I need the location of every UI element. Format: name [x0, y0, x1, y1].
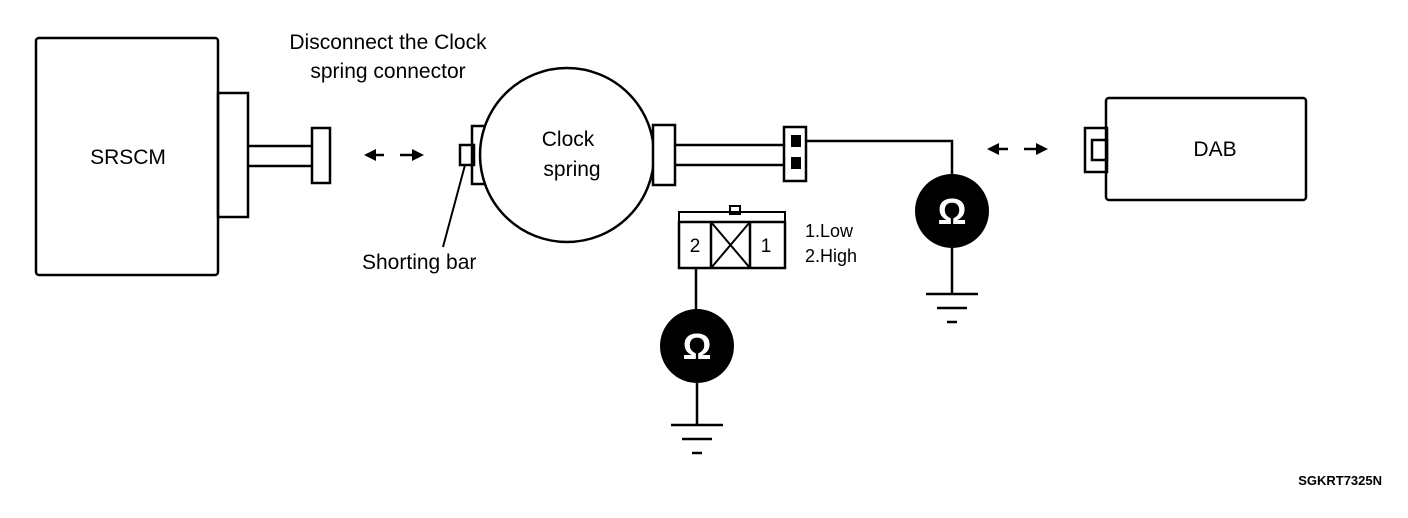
arrow-left-icon — [987, 143, 1008, 155]
legend-low: 1.Low — [805, 221, 854, 241]
ohmmeter-icon: Ω — [915, 174, 989, 248]
arrow-right-icon — [400, 149, 424, 161]
test-connector: 2 1 — [677, 205, 787, 270]
instruction-line-2: spring connector — [310, 60, 465, 83]
ground-icon — [926, 292, 978, 324]
connector-pin-2: 2 — [690, 236, 701, 257]
disconnect-arrows-left — [364, 149, 424, 161]
dab-module: DAB — [1083, 96, 1308, 202]
ground-icon — [671, 423, 723, 455]
arrow-left-icon — [364, 149, 384, 161]
shorting-bar-leader — [442, 164, 466, 248]
ohm-symbol-right: Ω — [938, 191, 967, 232]
legend-high: 2.High — [805, 246, 857, 266]
wire-to-dab-meter — [806, 139, 954, 186]
clock-spring: Clock spring — [458, 66, 677, 244]
dab-label: DAB — [1193, 138, 1236, 161]
clock-spring-connector — [782, 125, 808, 183]
arrow-right-icon — [1024, 143, 1048, 155]
instruction-line-1: Disconnect the Clock — [289, 31, 487, 54]
disconnect-arrows-right — [987, 143, 1048, 155]
clock-spring-label-1: Clock — [542, 128, 595, 151]
srscm-label: SRSCM — [90, 146, 166, 169]
shorting-bar-label: Shorting bar — [362, 251, 476, 274]
ohm-symbol-lower: Ω — [683, 326, 712, 367]
ohmmeter-icon: Ω — [660, 309, 734, 383]
figure-code: SGKRT7325N — [1298, 473, 1382, 488]
connector-pin-1: 1 — [761, 236, 772, 257]
srscm-module: SRSCM — [34, 36, 332, 277]
clock-spring-label-2: spring — [543, 158, 600, 181]
